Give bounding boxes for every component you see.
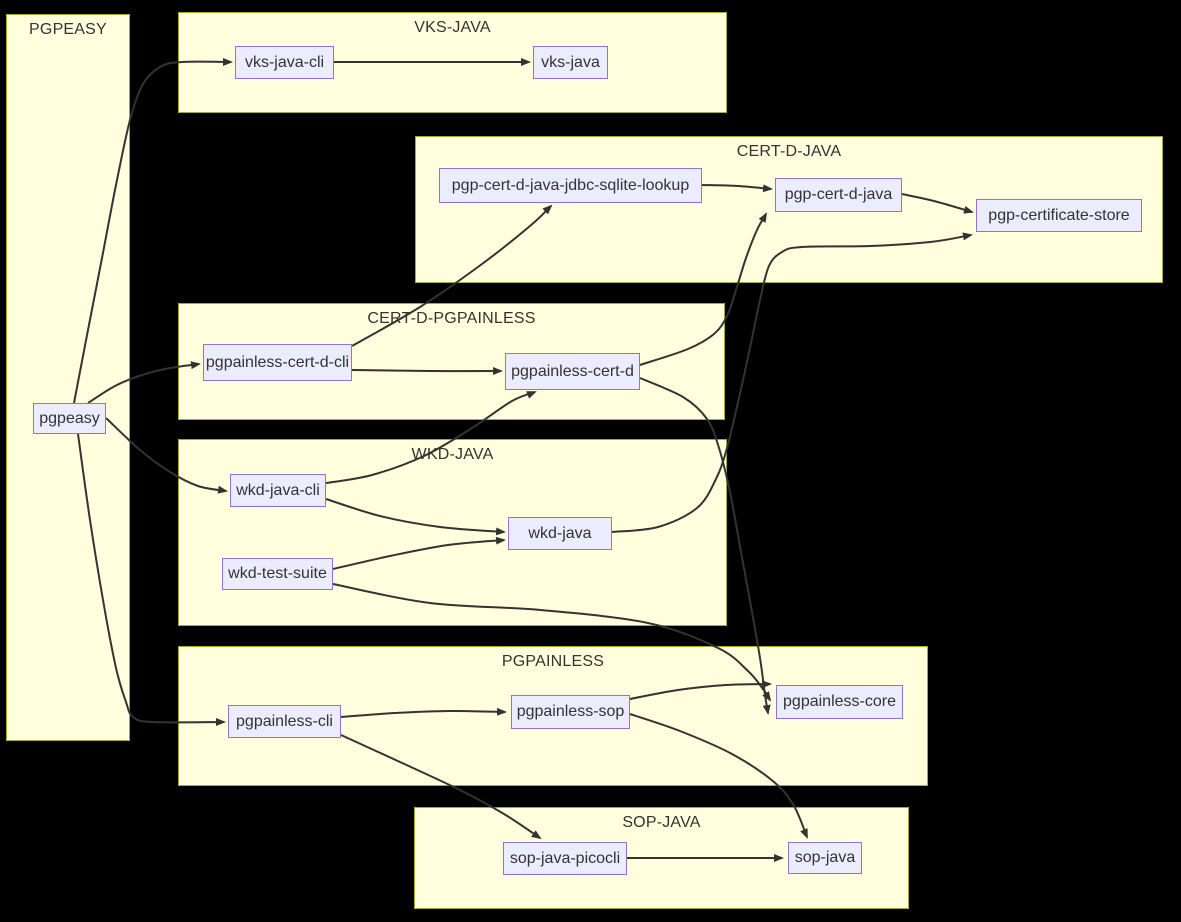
edge-pgpeasy-pgpainless-cli xyxy=(77,433,226,727)
node-pgp-certificate-store: pgp-certificate-store xyxy=(976,199,1142,232)
node-vks-java: vks-java xyxy=(533,46,608,79)
edge-wkd-java-cli-pgpainless-cert-d xyxy=(325,391,537,484)
edge-pgpainless-cli-sop-java-picocli xyxy=(340,734,542,840)
node-label: pgp-certificate-store xyxy=(988,206,1130,224)
edge-pgpainless-cli-pgpainless-sop xyxy=(340,707,507,718)
node-pgpainless-core: pgpainless-core xyxy=(776,685,903,719)
node-pgpainless-sop: pgpainless-sop xyxy=(511,695,630,729)
node-label: pgp-cert-d-java-jdbc-sqlite-lookup xyxy=(451,176,690,194)
node-sop-java: sop-java xyxy=(788,842,862,874)
edge-pgp-cert-d-java-jdbc-sqlite-lookup-pgp-cert-d-java xyxy=(701,184,773,193)
node-label: wkd-java xyxy=(528,524,592,542)
subgraph-wkd-java-sg: WKD-JAVA xyxy=(178,439,727,626)
subgraph-title: VKS-JAVA xyxy=(414,19,491,36)
node-label: wkd-java-cli xyxy=(236,481,320,499)
node-label: pgpainless-sop xyxy=(516,703,625,720)
node-sop-java-picocli: sop-java-picocli xyxy=(503,842,627,875)
node-pgp-cert-d-java: pgp-cert-d-java xyxy=(775,178,902,212)
subgraph-title: WKD-JAVA xyxy=(411,446,494,463)
node-pgp-cert-d-java-jdbc-sqlite-lookup: pgp-cert-d-java-jdbc-sqlite-lookup xyxy=(439,168,702,203)
edge-pgpeasy-vks-java-cli xyxy=(73,57,233,404)
node-wkd-java-cli: wkd-java-cli xyxy=(230,474,326,507)
edge-wkd-test-suite-pgpainless-core xyxy=(332,583,772,702)
edge-pgp-cert-d-java-pgp-certificate-store xyxy=(901,193,974,214)
edge-pgpainless-sop-pgpainless-core xyxy=(629,680,772,700)
node-pgpainless-cert-d: pgpainless-cert-d xyxy=(505,353,640,390)
node-vks-java-cli: vks-java-cli xyxy=(235,46,334,79)
subgraph-title: PGPAINLESS xyxy=(501,653,605,670)
node-wkd-java: wkd-java xyxy=(508,517,612,550)
edge-pgpainless-cert-d-cli-pgp-cert-d-java-jdbc-sqlite-lookup xyxy=(351,204,553,347)
node-wkd-test-suite: wkd-test-suite xyxy=(222,558,333,590)
node-pgpeasy: pgpeasy xyxy=(33,403,106,434)
subgraph-title: CERT-D-JAVA xyxy=(736,143,842,160)
node-label: pgpeasy xyxy=(39,409,100,427)
edge-pgpainless-cert-d-pgpainless-core xyxy=(639,377,771,715)
node-pgpainless-cert-d-cli: pgpainless-cert-d-cli xyxy=(203,344,352,381)
node-label: sop-java-picocli xyxy=(509,849,621,867)
node-label: sop-java xyxy=(794,849,856,866)
node-label: pgpainless-cli xyxy=(236,712,333,730)
edge-pgpainless-cert-d-cli-pgpainless-cert-d xyxy=(351,367,503,376)
node-label: pgpainless-cert-d-cli xyxy=(205,353,350,371)
subgraph-title: SOP-JAVA xyxy=(622,814,701,831)
edge-wkd-java-cli-wkd-java xyxy=(325,498,506,536)
node-label: wkd-test-suite xyxy=(228,565,327,582)
node-label: pgp-cert-d-java xyxy=(784,186,893,203)
node-label: vks-java xyxy=(541,53,600,71)
node-label: vks-java-cli xyxy=(244,53,325,71)
edge-wkd-java-pgp-certificate-store xyxy=(611,232,973,533)
edge-pgpeasy-wkd-java-cli xyxy=(105,417,228,494)
subgraph-pgpeasy-sg: PGPEASY xyxy=(6,14,130,741)
edge-pgpainless-cert-d-pgp-cert-d-java xyxy=(639,212,767,366)
node-pgpainless-cli: pgpainless-cli xyxy=(228,705,341,738)
subgraph-title: PGPEASY xyxy=(29,21,107,38)
node-label: pgpainless-core xyxy=(783,693,896,710)
node-label: pgpainless-cert-d xyxy=(511,362,634,380)
edge-pgpeasy-pgpainless-cert-d-cli xyxy=(87,361,201,404)
edge-pgpainless-sop-sop-java xyxy=(629,713,808,839)
edge-wkd-test-suite-wkd-java xyxy=(332,536,506,570)
